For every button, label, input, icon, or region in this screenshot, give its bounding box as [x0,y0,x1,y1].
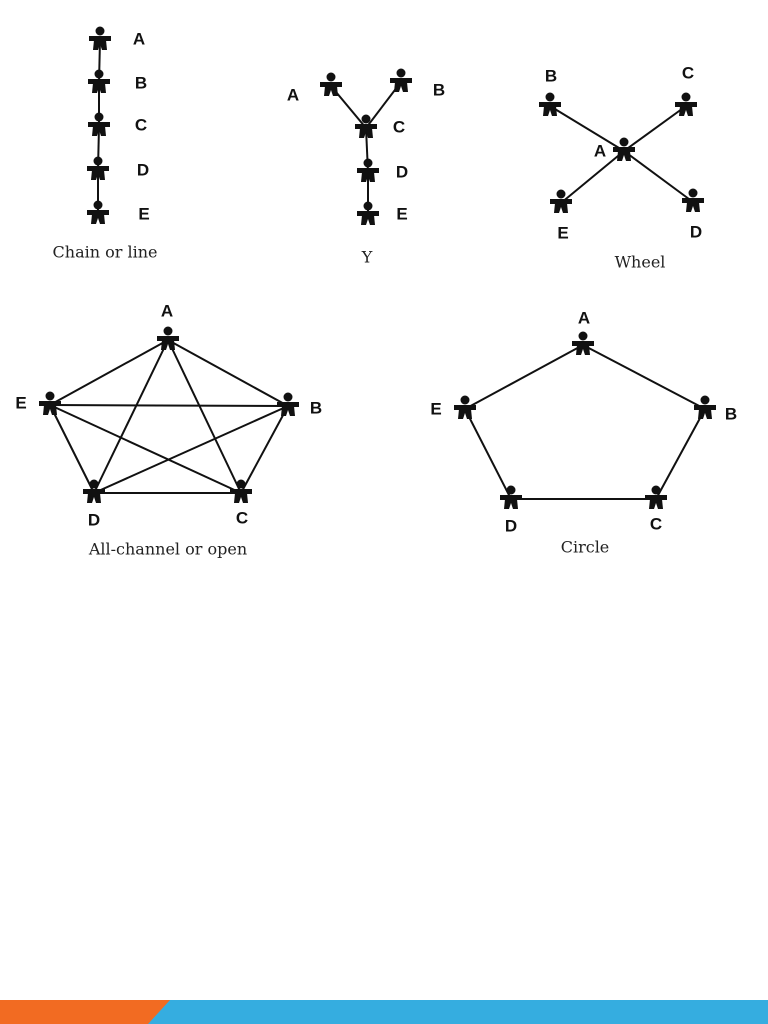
all-channel-caption: All-channel or open [88,540,247,559]
all-channel-node-label-d: D [88,510,100,529]
person-icon [550,189,572,213]
person-icon [320,72,342,96]
wheel-edge-a-b [549,105,625,152]
circle-edge-b-c [655,408,706,500]
y-node-label-c: C [393,117,405,136]
circle-edge-d-e [464,408,512,500]
person-icon [454,395,476,419]
wheel-node-label-e: E [557,223,568,242]
all-channel-node-label-a: A [161,301,173,320]
wheel-node-label-c: C [682,63,694,82]
footer-orange-band [0,1000,170,1024]
person-icon [500,485,522,509]
person-icon [645,485,667,509]
chain-node-label-e: E [138,204,149,223]
y-node-label-e: E [396,204,407,223]
all-channel-node-label-b: B [310,398,322,417]
wheel-edge-a-c [623,105,687,152]
all-channel-edge-d-b [93,405,289,494]
all-channel-edge-e-a [49,339,169,406]
chain-caption: Chain or line [53,243,158,262]
person-icon [390,68,412,92]
edges-layer [49,39,706,500]
person-icon [572,331,594,355]
y-node-label-d: D [396,162,408,181]
all-channel-edge-a-d [93,339,169,494]
circle-node-label-b: B [725,404,737,423]
all-channel-edge-e-b [49,404,289,407]
circle-node-label-e: E [430,399,441,418]
all-channel-edge-a-c [167,339,242,494]
circle-node-label-a: A [578,308,590,327]
footer-bar [0,1000,768,1024]
chain-node-label-b: B [135,73,147,92]
circle-edge-e-a [464,344,584,410]
circle-node-label-c: C [650,514,662,533]
person-icon [682,188,704,212]
wheel-node-label-a: A [594,141,606,160]
all-channel-node-label-e: E [15,393,26,412]
chain-node-label-c: C [135,115,147,134]
wheel-node-label-d: D [690,222,702,241]
all-channel-node-label-c: C [236,508,248,527]
all-channel-edge-a-b [167,339,289,407]
person-icon [39,391,61,415]
all-channel-edge-e-c [49,404,242,494]
y-node-label-a: A [287,85,299,104]
wheel-edge-a-e [560,150,625,204]
all-channel-edge-b-c [240,405,289,494]
communication-networks-diagram: A B C D E A B C D E A B C D E A B C D E A B C D E Chain or line Y… [15,26,737,559]
person-icon [357,201,379,225]
circle-caption: Circle [561,538,610,557]
person-icon [539,92,561,116]
labels-layer: A B C D E A B C D E A B C D E A B C D E A B C D E [15,29,737,535]
person-icon [157,326,179,350]
person-icon [277,392,299,416]
y-node-label-b: B [433,80,445,99]
chain-node-label-a: A [133,29,145,48]
wheel-caption: Wheel [615,253,666,272]
person-icon [87,200,109,224]
y-caption: Y [361,248,373,267]
wheel-node-label-b: B [545,66,557,85]
circle-edge-a-b [582,344,706,410]
all-channel-edge-d-e [49,404,95,494]
person-icon [230,479,252,503]
circle-node-label-d: D [505,516,517,535]
person-icon [83,479,105,503]
chain-node-label-d: D [137,160,149,179]
wheel-edge-a-d [623,150,694,203]
person-icon [694,395,716,419]
